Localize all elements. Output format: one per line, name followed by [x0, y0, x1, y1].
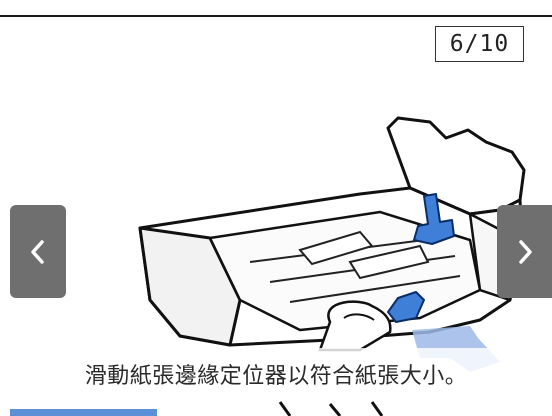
next-slide-button[interactable] — [497, 205, 552, 298]
progress-indicator — [10, 409, 157, 416]
slide-caption: 滑動紙張邊緣定位器以符合紙張大小。 — [84, 364, 468, 389]
chevron-left-icon — [31, 239, 44, 264]
page-counter: 6/10 — [435, 26, 524, 62]
chevron-right-icon — [519, 239, 532, 264]
previous-slide-button[interactable] — [10, 205, 66, 298]
caption-background — [0, 348, 552, 400]
top-divider — [0, 15, 552, 17]
